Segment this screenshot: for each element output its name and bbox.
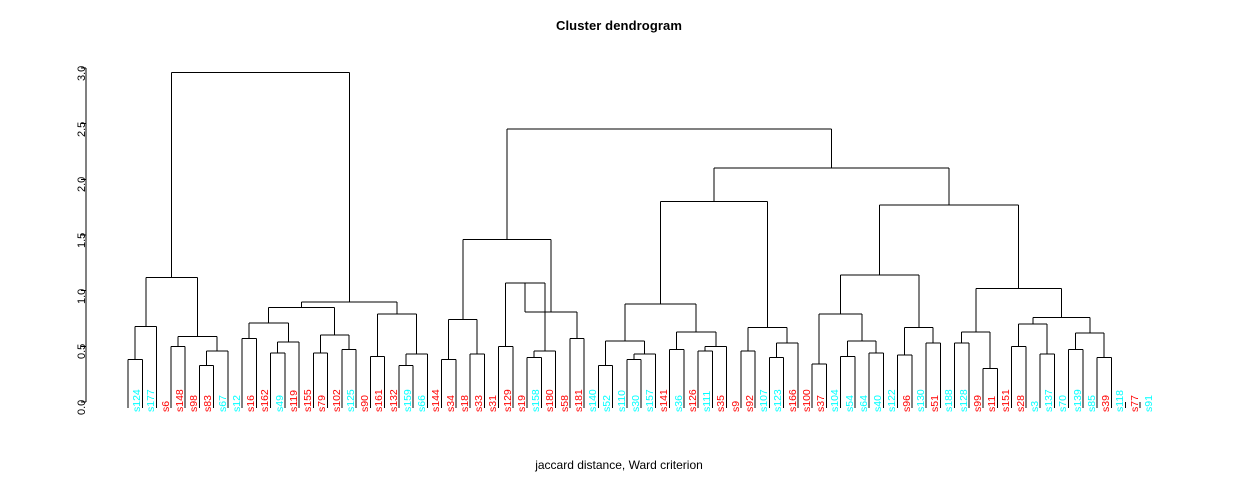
leaf-label: s52	[601, 395, 614, 412]
leaf-label: s102	[330, 389, 343, 412]
leaf-label: s104	[829, 389, 842, 412]
leaf-label: s126	[686, 389, 699, 412]
leaf-label: s6	[159, 400, 172, 412]
leaf-label: s100	[800, 389, 813, 412]
leaf-label: s141	[658, 389, 671, 412]
leaf-label: s124	[131, 389, 143, 412]
leaf-label: s119	[287, 390, 300, 412]
leaf-label: s85	[1085, 395, 1098, 412]
leaf-label: s36	[672, 395, 685, 412]
leaf-label: s77	[1128, 395, 1141, 412]
leaf-label: s162	[259, 389, 272, 412]
leaf-label: s12	[230, 395, 243, 412]
leaf-label: s177	[145, 389, 158, 412]
leaf-label: s98	[188, 395, 200, 412]
leaf-label: s3	[1028, 400, 1041, 412]
leaf-label: s90	[359, 395, 371, 412]
leaf-label: s83	[202, 395, 215, 412]
leaf-label: s34	[444, 395, 457, 412]
leaf-label: s125	[344, 389, 357, 412]
leaf-label: s18	[458, 395, 471, 412]
leaf-label: s9	[729, 400, 742, 412]
leaf-label: s40	[872, 395, 884, 412]
leaf-label: s180	[544, 389, 557, 412]
leaf-label: s79	[316, 395, 329, 412]
leaf-label: s66	[416, 395, 428, 412]
leaf-label: s128	[957, 389, 970, 412]
leaf-label: s111	[701, 390, 713, 412]
leaf-label: s123	[772, 389, 785, 412]
leaf-label: s161	[373, 389, 386, 412]
leaf-label: s91	[1142, 395, 1155, 412]
y-tick-label: 2.0	[76, 177, 88, 193]
leaf-label: s188	[943, 389, 956, 412]
y-tick-label: 2.5	[76, 121, 88, 137]
leaf-label: s144	[430, 389, 443, 412]
leaf-label: s157	[644, 389, 656, 412]
leaf-label: s148	[173, 389, 186, 412]
page-title: Cluster dendrogram	[555, 18, 683, 33]
leaf-label: s139	[1071, 389, 1084, 412]
leaf-label: s67	[216, 395, 229, 412]
leaf-label: s129	[501, 389, 514, 412]
leaf-label: s11	[986, 395, 998, 412]
leaf-label: s122	[886, 389, 899, 412]
leaf-label: s181	[572, 389, 585, 412]
leaf-label: s118	[1114, 390, 1127, 412]
y-axis	[81, 67, 87, 403]
leaf-label: s155	[302, 389, 314, 412]
leaf-label: s132	[387, 389, 400, 412]
leaf-label: s151	[1000, 389, 1013, 412]
leaf-label: s130	[914, 389, 927, 412]
leaf-label: s96	[900, 395, 913, 412]
leaf-label: s107	[758, 389, 770, 412]
y-tick-label: 3.0	[76, 65, 88, 81]
leaf-label: s64	[857, 395, 870, 412]
leaf-label: s110	[615, 390, 628, 412]
y-tick-label: 1.0	[76, 288, 88, 304]
leaf-label: s16	[245, 395, 257, 412]
leaf-label: s35	[715, 395, 728, 412]
leaf-label: s58	[558, 395, 571, 412]
leaf-label: s166	[786, 389, 799, 412]
x-axis-caption: jaccard distance, Ward criterion	[535, 458, 703, 472]
leaf-label: s28	[1014, 395, 1027, 412]
dendrogram-branches	[127, 71, 1112, 402]
leaf-label: s33	[473, 395, 485, 412]
y-tick-label: 0.5	[76, 344, 88, 360]
leaf-label: s31	[487, 395, 500, 412]
leaf-label: s37	[815, 395, 827, 412]
leaf-label: s140	[587, 389, 599, 412]
y-tick-label: 1.5	[76, 232, 88, 248]
leaf-label: s92	[743, 395, 756, 412]
leaf-label: s51	[929, 395, 941, 412]
leaf-tick-marks	[127, 402, 1141, 408]
y-tick-label: 0.0	[76, 399, 88, 415]
leaf-label: s159	[401, 389, 414, 412]
leaf-label: s19	[515, 395, 528, 412]
leaf-label: s49	[273, 395, 286, 412]
leaf-label: s158	[530, 389, 542, 412]
leaf-label: s30	[629, 395, 642, 412]
leaf-label: s137	[1043, 389, 1055, 412]
leaf-label: s70	[1057, 395, 1070, 412]
leaf-label: s54	[843, 395, 856, 412]
leaf-label: s99	[971, 395, 984, 412]
leaf-label: s39	[1100, 395, 1112, 412]
